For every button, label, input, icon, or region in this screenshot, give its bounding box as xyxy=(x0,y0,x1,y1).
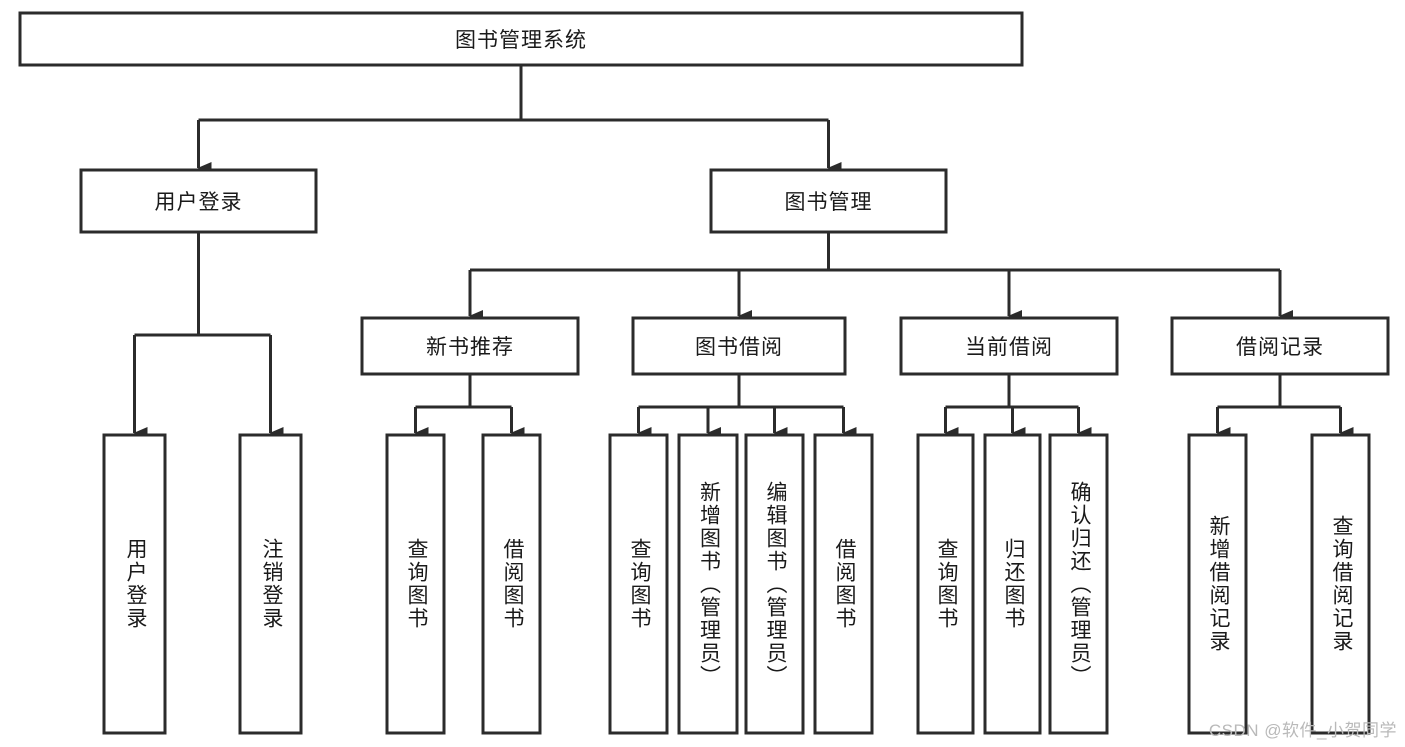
node-leaf-add-record[interactable] xyxy=(1187,433,1248,735)
node-leaf-query-book-3[interactable] xyxy=(916,433,975,735)
node-leaf-user-login[interactable] xyxy=(102,433,167,735)
node-book-manage[interactable] xyxy=(709,168,948,234)
node-leaf-query-record[interactable] xyxy=(1310,433,1371,735)
node-leaf-user-logout[interactable] xyxy=(238,433,303,735)
node-leaf-borrow-book-2[interactable] xyxy=(813,433,874,735)
node-current-borrow[interactable] xyxy=(899,316,1119,376)
node-leaf-query-book-2[interactable] xyxy=(608,433,669,735)
node-leaf-return-book[interactable] xyxy=(983,433,1042,735)
node-leaf-confirm-return[interactable] xyxy=(1048,433,1109,735)
edge-layer xyxy=(133,65,1354,439)
node-new-book-rec[interactable] xyxy=(360,316,580,376)
node-leaf-query-book-1[interactable] xyxy=(385,433,446,735)
node-leaf-edit-book[interactable] xyxy=(744,433,805,735)
watermark: CSDN @软件_小贺同学 xyxy=(1208,721,1397,740)
node-leaf-add-book[interactable] xyxy=(677,433,739,735)
node-layer xyxy=(18,11,1390,735)
node-user-login[interactable] xyxy=(79,168,318,234)
node-borrow-record[interactable] xyxy=(1170,316,1390,376)
node-book-borrow[interactable] xyxy=(631,316,847,376)
node-root[interactable] xyxy=(18,11,1024,67)
node-leaf-borrow-book-1[interactable] xyxy=(481,433,542,735)
